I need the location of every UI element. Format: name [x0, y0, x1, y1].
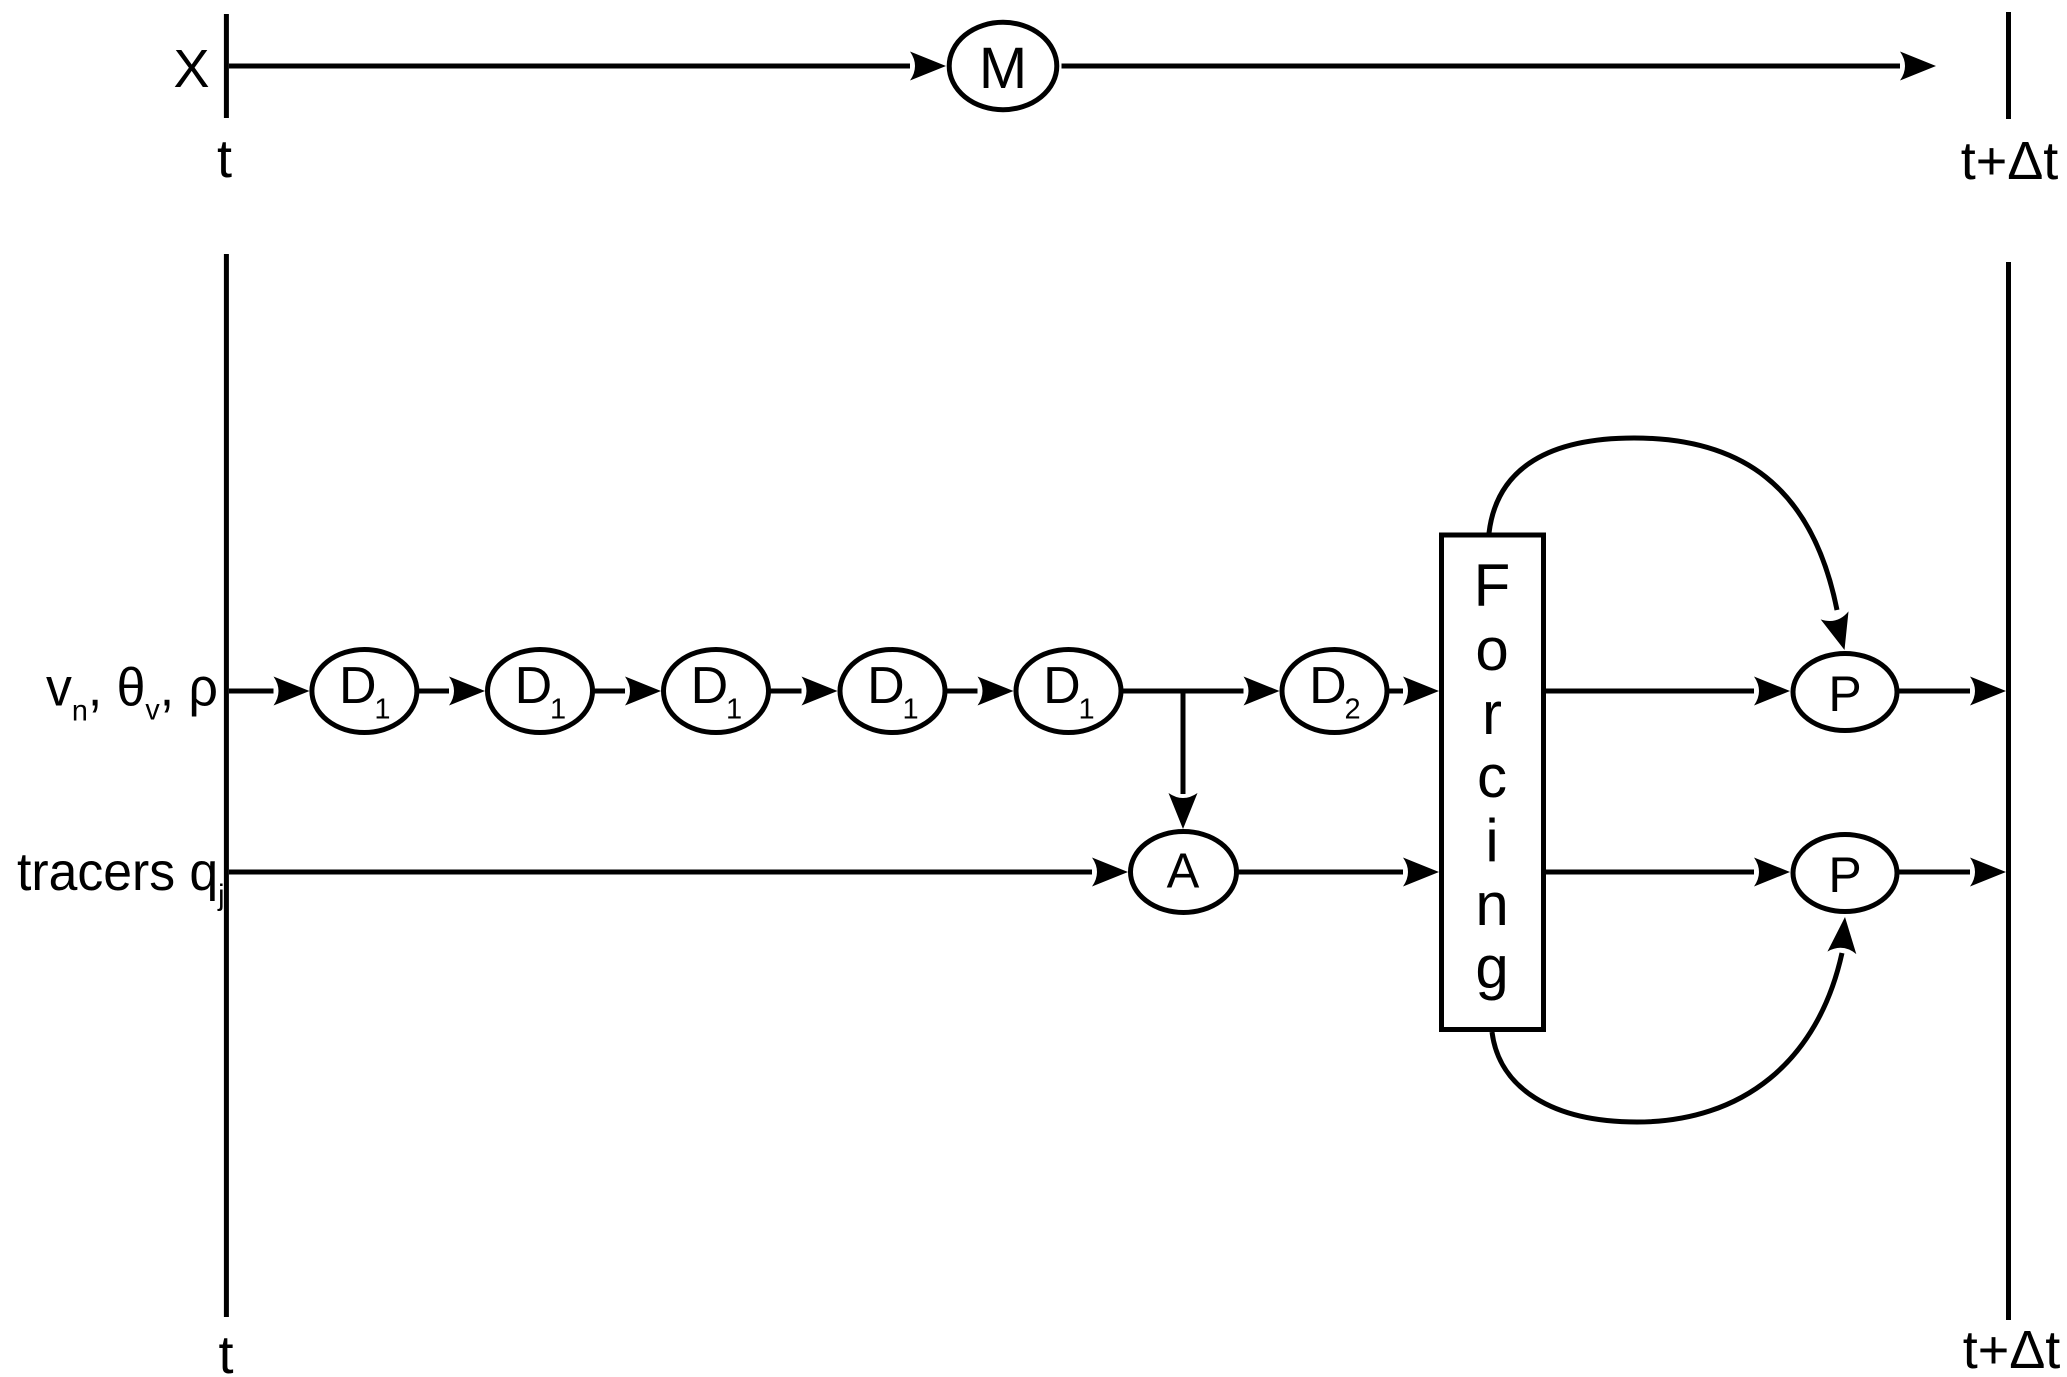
- svg-text:1: 1: [374, 694, 390, 726]
- svg-text:D: D: [515, 657, 553, 715]
- svg-text:1: 1: [726, 694, 742, 726]
- svg-text:t: t: [217, 129, 232, 189]
- svg-text:1: 1: [1079, 694, 1095, 726]
- svg-text:1: 1: [550, 694, 566, 726]
- svg-text:D: D: [1043, 657, 1081, 715]
- svg-text:tracers qj: tracers qj: [17, 842, 225, 912]
- svg-text:n: n: [1475, 871, 1508, 938]
- svg-text:i: i: [1485, 807, 1498, 874]
- svg-text:vn, θv, ρ: vn, θv, ρ: [46, 658, 218, 728]
- svg-text:r: r: [1482, 680, 1502, 747]
- svg-text:c: c: [1477, 743, 1507, 810]
- svg-text:1: 1: [903, 694, 919, 726]
- svg-text:P: P: [1828, 847, 1861, 903]
- svg-text:o: o: [1475, 616, 1508, 683]
- svg-text:M: M: [979, 36, 1027, 101]
- svg-text:D: D: [691, 657, 729, 715]
- svg-text:2: 2: [1345, 694, 1361, 726]
- svg-text:t: t: [218, 1325, 233, 1377]
- svg-text:g: g: [1475, 934, 1508, 1001]
- svg-text:t+Δt: t+Δt: [1963, 1320, 2061, 1377]
- svg-text:X: X: [173, 39, 209, 99]
- svg-text:D: D: [1309, 657, 1347, 715]
- svg-text:F: F: [1474, 552, 1511, 619]
- svg-text:D: D: [867, 657, 905, 715]
- svg-text:P: P: [1828, 666, 1861, 722]
- svg-text:t+Δt: t+Δt: [1961, 131, 2059, 191]
- svg-text:A: A: [1167, 845, 1200, 899]
- svg-text:D: D: [339, 657, 377, 715]
